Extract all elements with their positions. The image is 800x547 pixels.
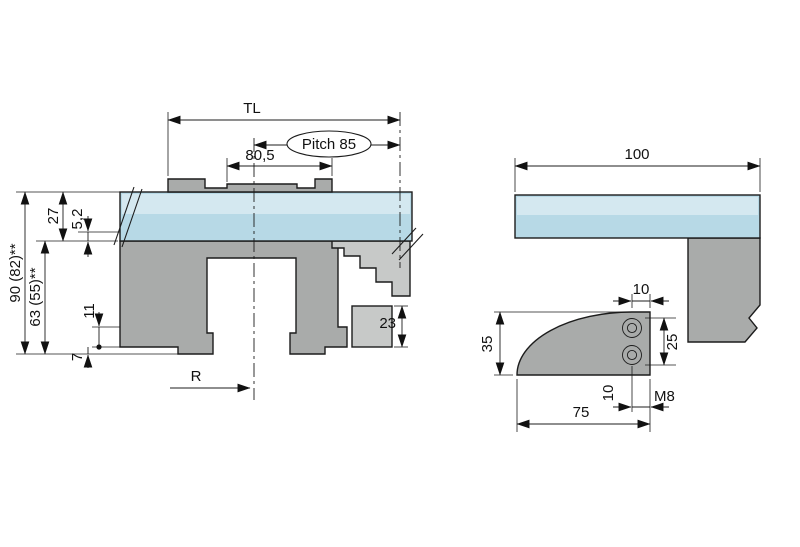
break-marks-right <box>391 227 424 261</box>
dim-axis-label: R <box>191 368 202 385</box>
dim-tl: TL <box>167 100 401 176</box>
dim-axis-reference: R <box>170 368 251 393</box>
dim-plate-thickness-label: 27 <box>45 208 62 225</box>
dim-top-width-label: 80,5 <box>245 147 274 164</box>
dim-tl-label: TL <box>243 100 261 117</box>
dim-pitch: Pitch 85 <box>253 130 401 158</box>
dim-bolt-span-25: 25 <box>645 317 681 366</box>
dim-top-width: 80,5 <box>226 147 333 182</box>
dim-wedge-height-35-label: 35 <box>479 336 496 353</box>
dim-top-width-10-label: 10 <box>633 281 650 298</box>
dim-foot-label: 11 <box>81 303 98 319</box>
wedge-ramp <box>516 311 651 376</box>
stepped-section <box>331 240 411 297</box>
dim-dot <box>96 344 102 350</box>
dim-width-100: 100 <box>514 146 761 192</box>
top-cap-profile <box>167 178 333 193</box>
dim-foot: 11 <box>81 303 104 350</box>
right-view-section: 100 10 35 25 <box>479 146 761 432</box>
dim-lower-height-label: 63 (55)** <box>27 267 44 326</box>
dim-pitch-label: Pitch 85 <box>302 136 356 153</box>
top-plate-highlight <box>122 194 410 214</box>
bolt-lower <box>622 345 642 365</box>
dim-base-lip-label: 7 <box>69 353 86 361</box>
dim-hole-offset-10: 10 <box>600 366 669 412</box>
support-block <box>687 237 761 343</box>
dim-top-width-10: 10 <box>613 281 669 308</box>
dim-step: 5,2 <box>69 209 93 257</box>
side-block <box>351 305 393 348</box>
dim-wedge-height-35: 35 <box>479 311 628 376</box>
top-plate-right-highlight <box>517 197 758 215</box>
dim-total-height: 90 (82)** <box>7 191 30 355</box>
dim-lower-height: 63 (55)** <box>27 240 50 355</box>
dim-block-height-label: 23 <box>379 315 396 332</box>
dim-step-label: 5,2 <box>69 209 86 230</box>
dim-plate-thickness: 27 <box>45 191 68 242</box>
dim-width-100-label: 100 <box>624 146 649 163</box>
rail-body-cross-section <box>119 240 348 355</box>
dim-hole-offset-10-label: 10 <box>600 385 617 402</box>
thread-m8-label: M8 <box>654 388 675 405</box>
dim-total-height-label: 90 (82)** <box>7 243 24 302</box>
left-view-section: TL Pitch 85 80,5 90 (82)** <box>7 100 424 400</box>
break-marks-left <box>113 186 143 248</box>
dim-bolt-span-25-label: 25 <box>664 334 681 351</box>
bolt-upper <box>622 318 642 338</box>
dim-block-height: 23 <box>379 305 408 348</box>
pitch-balloon <box>286 130 372 158</box>
top-plate-right <box>514 194 761 239</box>
dim-base-length-75-label: 75 <box>573 404 590 421</box>
dim-base-lip: 7 <box>69 347 93 368</box>
top-plate <box>119 191 413 242</box>
dim-base-length-75: 75 <box>516 379 651 432</box>
